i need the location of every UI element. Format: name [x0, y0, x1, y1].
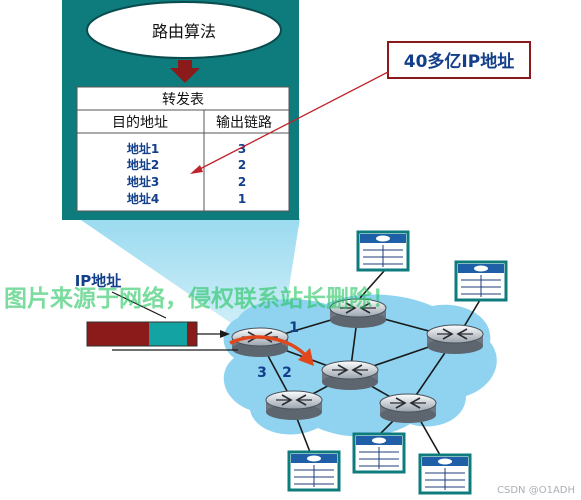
focus-beam	[78, 218, 300, 332]
router-icon	[265, 390, 323, 421]
router-icon	[426, 324, 484, 355]
table-row: 地址2 2	[127, 157, 246, 172]
mini-table-icon	[418, 453, 472, 495]
callout-text: 40多亿IP地址	[404, 51, 514, 72]
port-label-2: 2	[282, 365, 292, 381]
callout-box	[387, 41, 531, 79]
table-row: 地址3 2	[127, 174, 246, 189]
mini-table-icon	[352, 432, 406, 474]
router-icon	[379, 393, 437, 424]
credit-text: CSDN @O1ADH	[497, 485, 575, 496]
mini-table-icon	[356, 230, 410, 272]
packet-label-pointer	[111, 291, 167, 319]
table-row: 地址1 3	[127, 141, 246, 156]
row-link: 1	[238, 192, 246, 206]
callout-pointer	[197, 71, 389, 171]
ip-packet	[86, 321, 198, 347]
row-link: 2	[238, 158, 246, 172]
routing-algorithm-label: 路由算法	[152, 22, 216, 41]
packet-label: IP地址	[75, 272, 122, 290]
row-link: 3	[238, 142, 246, 156]
table-row: 地址4 1	[127, 191, 246, 206]
row-link: 2	[238, 175, 246, 189]
port-label-1: 1	[289, 320, 299, 336]
forwarding-table	[76, 86, 290, 212]
down-arrow-icon	[170, 60, 200, 83]
watermark-text: 图片来源于网络，侵权联系站长删除！	[4, 285, 395, 312]
col-header-link: 输出链路	[216, 115, 272, 131]
router-icon-main	[231, 327, 289, 358]
mini-table-icon	[454, 260, 508, 302]
mini-table-icon	[287, 450, 341, 492]
row-address: 地址3	[127, 174, 159, 189]
row-address: 地址2	[127, 157, 159, 172]
row-address: 地址1	[127, 141, 159, 156]
col-header-dest: 目的地址	[112, 115, 168, 131]
table-title: 转发表	[162, 92, 204, 108]
routing-algorithm-ellipse	[86, 1, 282, 59]
row-address: 地址4	[127, 191, 159, 206]
port-label-3: 3	[257, 365, 267, 381]
forwarding-path-arrow	[229, 335, 308, 358]
router-icon	[321, 360, 379, 391]
